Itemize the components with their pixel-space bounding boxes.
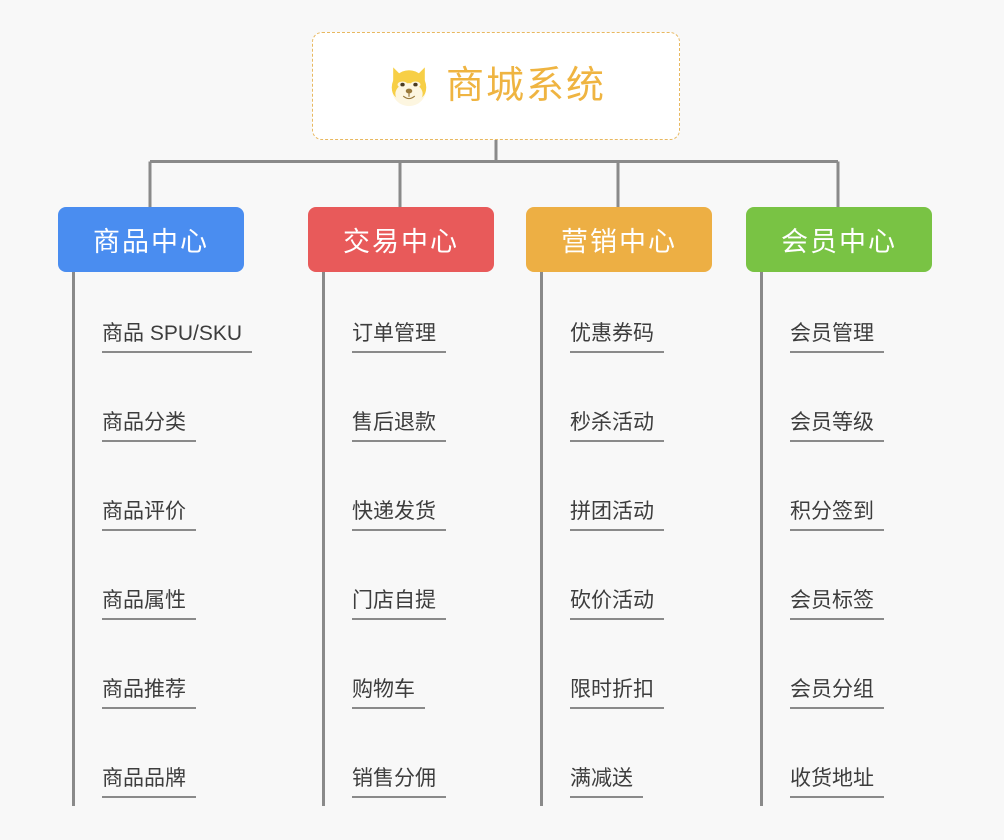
branch-label-products: 商品中心	[93, 227, 209, 257]
leaf-label: 商品推荐	[102, 678, 196, 709]
leaf-item[interactable]: 商品 SPU/SKU	[58, 272, 253, 361]
branch-head-marketing[interactable]: 营销中心	[526, 207, 712, 272]
leaf-label: 会员分组	[790, 678, 884, 709]
leaf-item[interactable]: 商品属性	[58, 539, 244, 628]
leaf-label: 购物车	[352, 678, 425, 709]
leaf-label: 收货地址	[790, 767, 884, 798]
leaf-label: 会员标签	[790, 589, 884, 620]
leaf-label: 销售分佣	[352, 767, 446, 798]
branch-marketing: 营销中心 优惠券码 秒杀活动 拼团活动 砍价活动 限时折扣 满减送	[526, 207, 712, 806]
leaf-list-member: 会员管理 会员等级 积分签到 会员标签 会员分组 收货地址	[746, 272, 932, 806]
leaf-label: 会员等级	[790, 411, 884, 442]
leaf-item[interactable]: 会员管理	[746, 272, 932, 361]
leaf-label: 商品属性	[102, 589, 196, 620]
leaf-label: 商品品牌	[102, 767, 196, 798]
leaf-item[interactable]: 商品品牌	[58, 717, 244, 806]
branch-stem-trade	[322, 272, 325, 806]
leaf-item[interactable]: 购物车	[308, 628, 494, 717]
leaf-item[interactable]: 商品评价	[58, 450, 244, 539]
leaf-item[interactable]: 积分签到	[746, 450, 932, 539]
leaf-label: 订单管理	[352, 322, 446, 353]
leaf-label: 优惠券码	[570, 322, 664, 353]
leaf-item[interactable]: 满减送	[526, 717, 712, 806]
leaf-item[interactable]: 会员等级	[746, 361, 932, 450]
leaf-label: 会员管理	[790, 322, 884, 353]
branch-head-trade[interactable]: 交易中心	[308, 207, 494, 272]
root-title: 商城系统	[445, 65, 606, 107]
leaf-item[interactable]: 限时折扣	[526, 628, 712, 717]
branch-label-trade: 交易中心	[343, 227, 459, 257]
leaf-label: 商品 SPU/SKU	[102, 322, 253, 353]
leaf-label: 限时折扣	[570, 678, 664, 709]
branch-stem-products	[72, 272, 75, 806]
leaf-label: 秒杀活动	[570, 411, 664, 442]
leaf-item[interactable]: 秒杀活动	[526, 361, 712, 450]
leaf-label: 满减送	[570, 767, 643, 798]
leaf-item[interactable]: 售后退款	[308, 361, 494, 450]
branch-label-member: 会员中心	[781, 227, 897, 257]
dog-face-icon	[391, 67, 427, 107]
leaf-item[interactable]: 会员标签	[746, 539, 932, 628]
leaf-label: 售后退款	[352, 411, 446, 442]
branch-label-marketing: 营销中心	[561, 227, 677, 257]
leaf-item[interactable]: 快递发货	[308, 450, 494, 539]
leaf-item[interactable]: 商品分类	[58, 361, 244, 450]
leaf-list-marketing: 优惠券码 秒杀活动 拼团活动 砍价活动 限时折扣 满减送	[526, 272, 712, 806]
leaf-list-products: 商品 SPU/SKU 商品分类 商品评价 商品属性 商品推荐 商品品牌	[58, 272, 253, 806]
leaf-item[interactable]: 优惠券码	[526, 272, 712, 361]
leaf-label: 拼团活动	[570, 500, 664, 531]
branch-stem-marketing	[540, 272, 543, 806]
leaf-label: 商品评价	[102, 500, 196, 531]
leaf-label: 砍价活动	[570, 589, 664, 620]
branch-trade: 交易中心 订单管理 售后退款 快递发货 门店自提 购物车 销售分佣	[308, 207, 494, 806]
leaf-item[interactable]: 会员分组	[746, 628, 932, 717]
leaf-label: 商品分类	[102, 411, 196, 442]
branch-head-products[interactable]: 商品中心	[58, 207, 244, 272]
branch-member: 会员中心 会员管理 会员等级 积分签到 会员标签 会员分组 收货地址	[746, 207, 932, 806]
leaf-item[interactable]: 订单管理	[308, 272, 494, 361]
branch-products: 商品中心 商品 SPU/SKU 商品分类 商品评价 商品属性 商品推荐 商品品牌	[58, 207, 253, 806]
leaf-item[interactable]: 门店自提	[308, 539, 494, 628]
leaf-item[interactable]: 拼团活动	[526, 450, 712, 539]
leaf-label: 门店自提	[352, 589, 446, 620]
leaf-label: 积分签到	[790, 500, 884, 531]
leaf-item[interactable]: 销售分佣	[308, 717, 494, 806]
branch-head-member[interactable]: 会员中心	[746, 207, 932, 272]
leaf-item[interactable]: 砍价活动	[526, 539, 712, 628]
leaf-list-trade: 订单管理 售后退款 快递发货 门店自提 购物车 销售分佣	[308, 272, 494, 806]
branch-stem-member	[760, 272, 763, 806]
root-node[interactable]: 商城系统	[312, 32, 680, 140]
leaf-label: 快递发货	[352, 500, 446, 531]
leaf-item[interactable]: 收货地址	[746, 717, 932, 806]
leaf-item[interactable]: 商品推荐	[58, 628, 244, 717]
